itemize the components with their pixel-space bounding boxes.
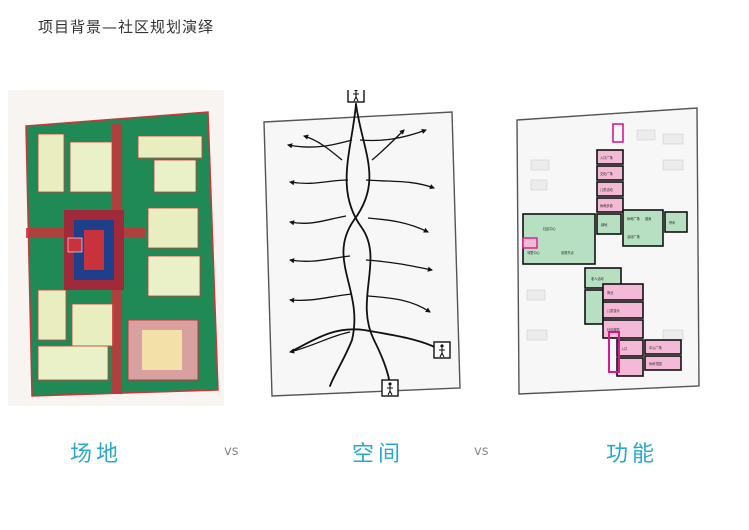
space-diagram-drawing <box>234 90 478 406</box>
function-label: 商业 <box>607 290 613 295</box>
function-diagram-drawing: 入口广场 文化广场 儿童活动 休闲步道 社区中心 休闲广场 健身 活动广场 停车… <box>487 90 706 406</box>
site-plan-drawing <box>8 90 224 406</box>
pedestrian-icon <box>433 341 451 359</box>
function-label: 休闲广场 <box>627 216 640 221</box>
space-label: 空间 <box>352 442 405 467</box>
function-diagram-panel: 入口广场 文化广场 儿童活动 休闲步道 社区中心 休闲广场 健身 活动广场 停车… <box>487 90 706 406</box>
site-label: 场地 <box>70 442 123 467</box>
function-label: 休闲花园 <box>649 361 662 366</box>
function-label: 入口 <box>621 347 627 351</box>
function-label: 停车 <box>669 220 675 225</box>
function-label: 活动广场 <box>627 234 640 239</box>
pedestrian-icon <box>347 90 365 103</box>
vs-separator: vs <box>474 444 489 459</box>
function-label: 绿地 <box>601 222 608 227</box>
function-label: 健身 <box>645 216 651 221</box>
space-diagram-panel <box>234 90 478 406</box>
function-label: 邻里中心 <box>527 250 541 255</box>
function-label: 入口广场 <box>600 155 613 160</box>
function-label: 中心广场 <box>649 345 662 350</box>
page-title: 项目背景—社区规划演绎 <box>38 18 215 36</box>
vs-separator: vs <box>224 444 239 459</box>
function-label: 社区中心 <box>543 226 557 231</box>
function-label: 社区服务 <box>607 327 621 332</box>
function-label: 儿童游乐 <box>607 308 621 313</box>
function-label: 老人活动 <box>591 276 604 281</box>
function-label: 文化广场 <box>600 171 613 176</box>
function-label: 儿童活动 <box>600 187 613 192</box>
function-label-caption: 功能 <box>606 442 659 467</box>
site-plan-panel <box>8 90 224 406</box>
function-label: 休闲步道 <box>600 203 614 208</box>
function-label: 景观节点 <box>561 250 575 255</box>
pedestrian-icon <box>381 379 399 397</box>
